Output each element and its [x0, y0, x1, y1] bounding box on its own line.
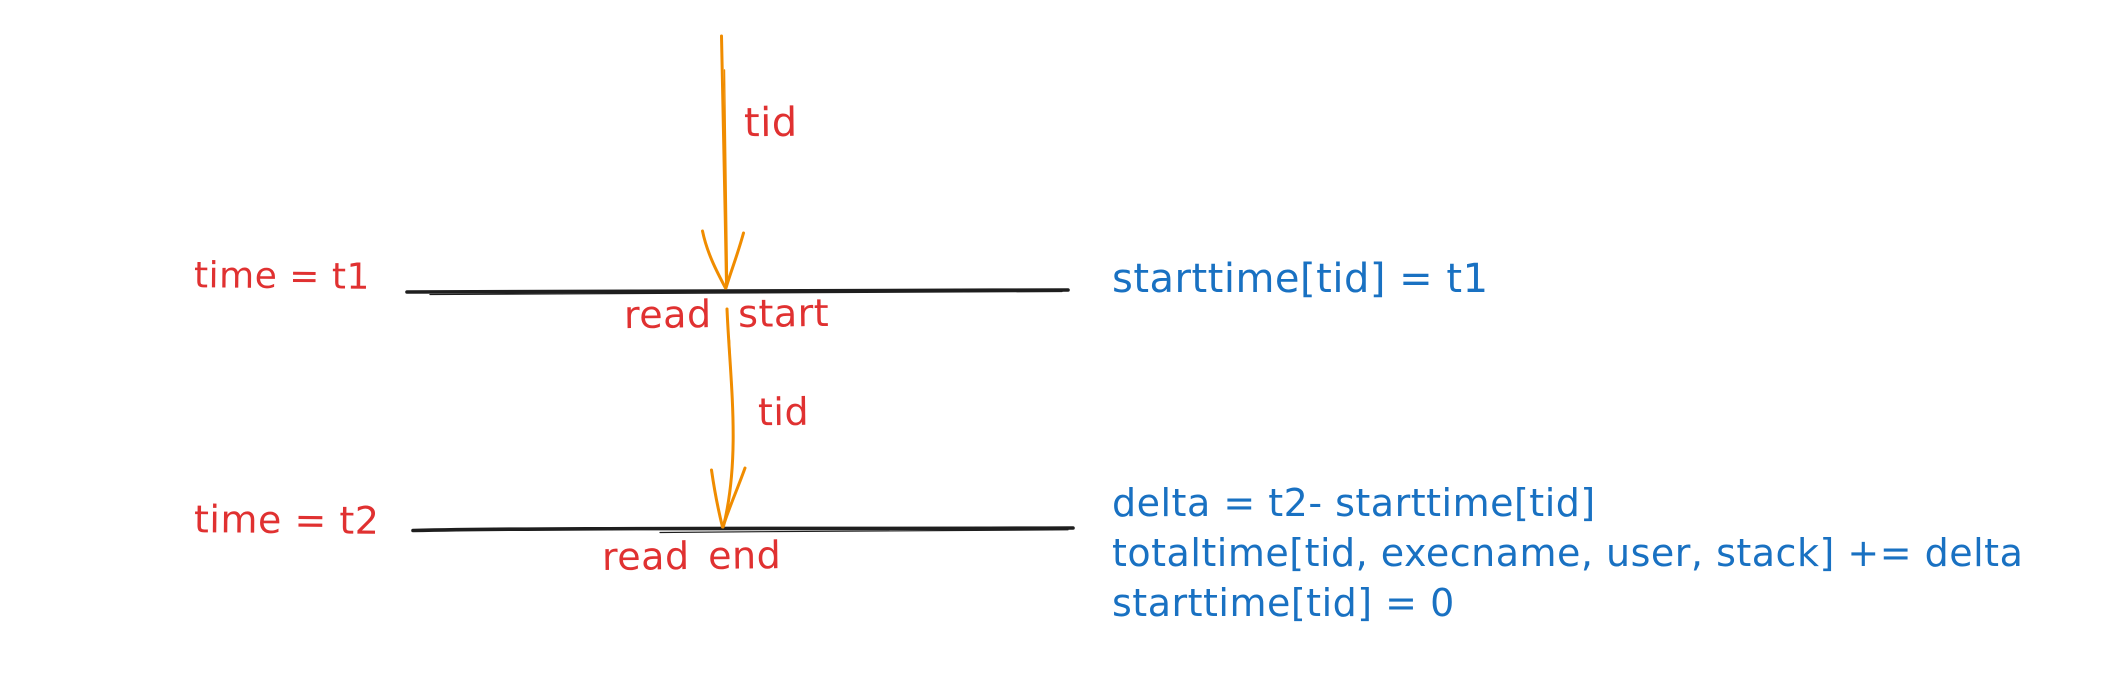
t2-time-label: time = t2	[193, 497, 380, 543]
t2-action-line-reset: starttime[tid] = 0	[1112, 581, 1455, 625]
t1-action-code: starttime[tid] = t1	[1112, 256, 1489, 302]
t1-time-label: time = t1	[193, 255, 371, 298]
tid-arrow-top	[701, 34, 745, 290]
arrow1-label: tid	[743, 99, 798, 147]
t2-action-line-totaltime: totaltime[tid, execname, user, stack] +=…	[1112, 531, 2024, 575]
t1-event-label: read start	[623, 290, 830, 338]
arrow2-label: tid	[757, 389, 810, 435]
timeline-t1-line	[405, 288, 1070, 296]
t2-action-code-block: delta = t2- starttime[tid] totaltime[tid…	[1112, 478, 2023, 628]
tid-arrow-middle	[710, 307, 747, 529]
t2-action-line-delta: delta = t2- starttime[tid]	[1112, 481, 1596, 525]
timeline-t2-line	[411, 526, 1075, 534]
t2-event-label: read end	[601, 533, 782, 579]
